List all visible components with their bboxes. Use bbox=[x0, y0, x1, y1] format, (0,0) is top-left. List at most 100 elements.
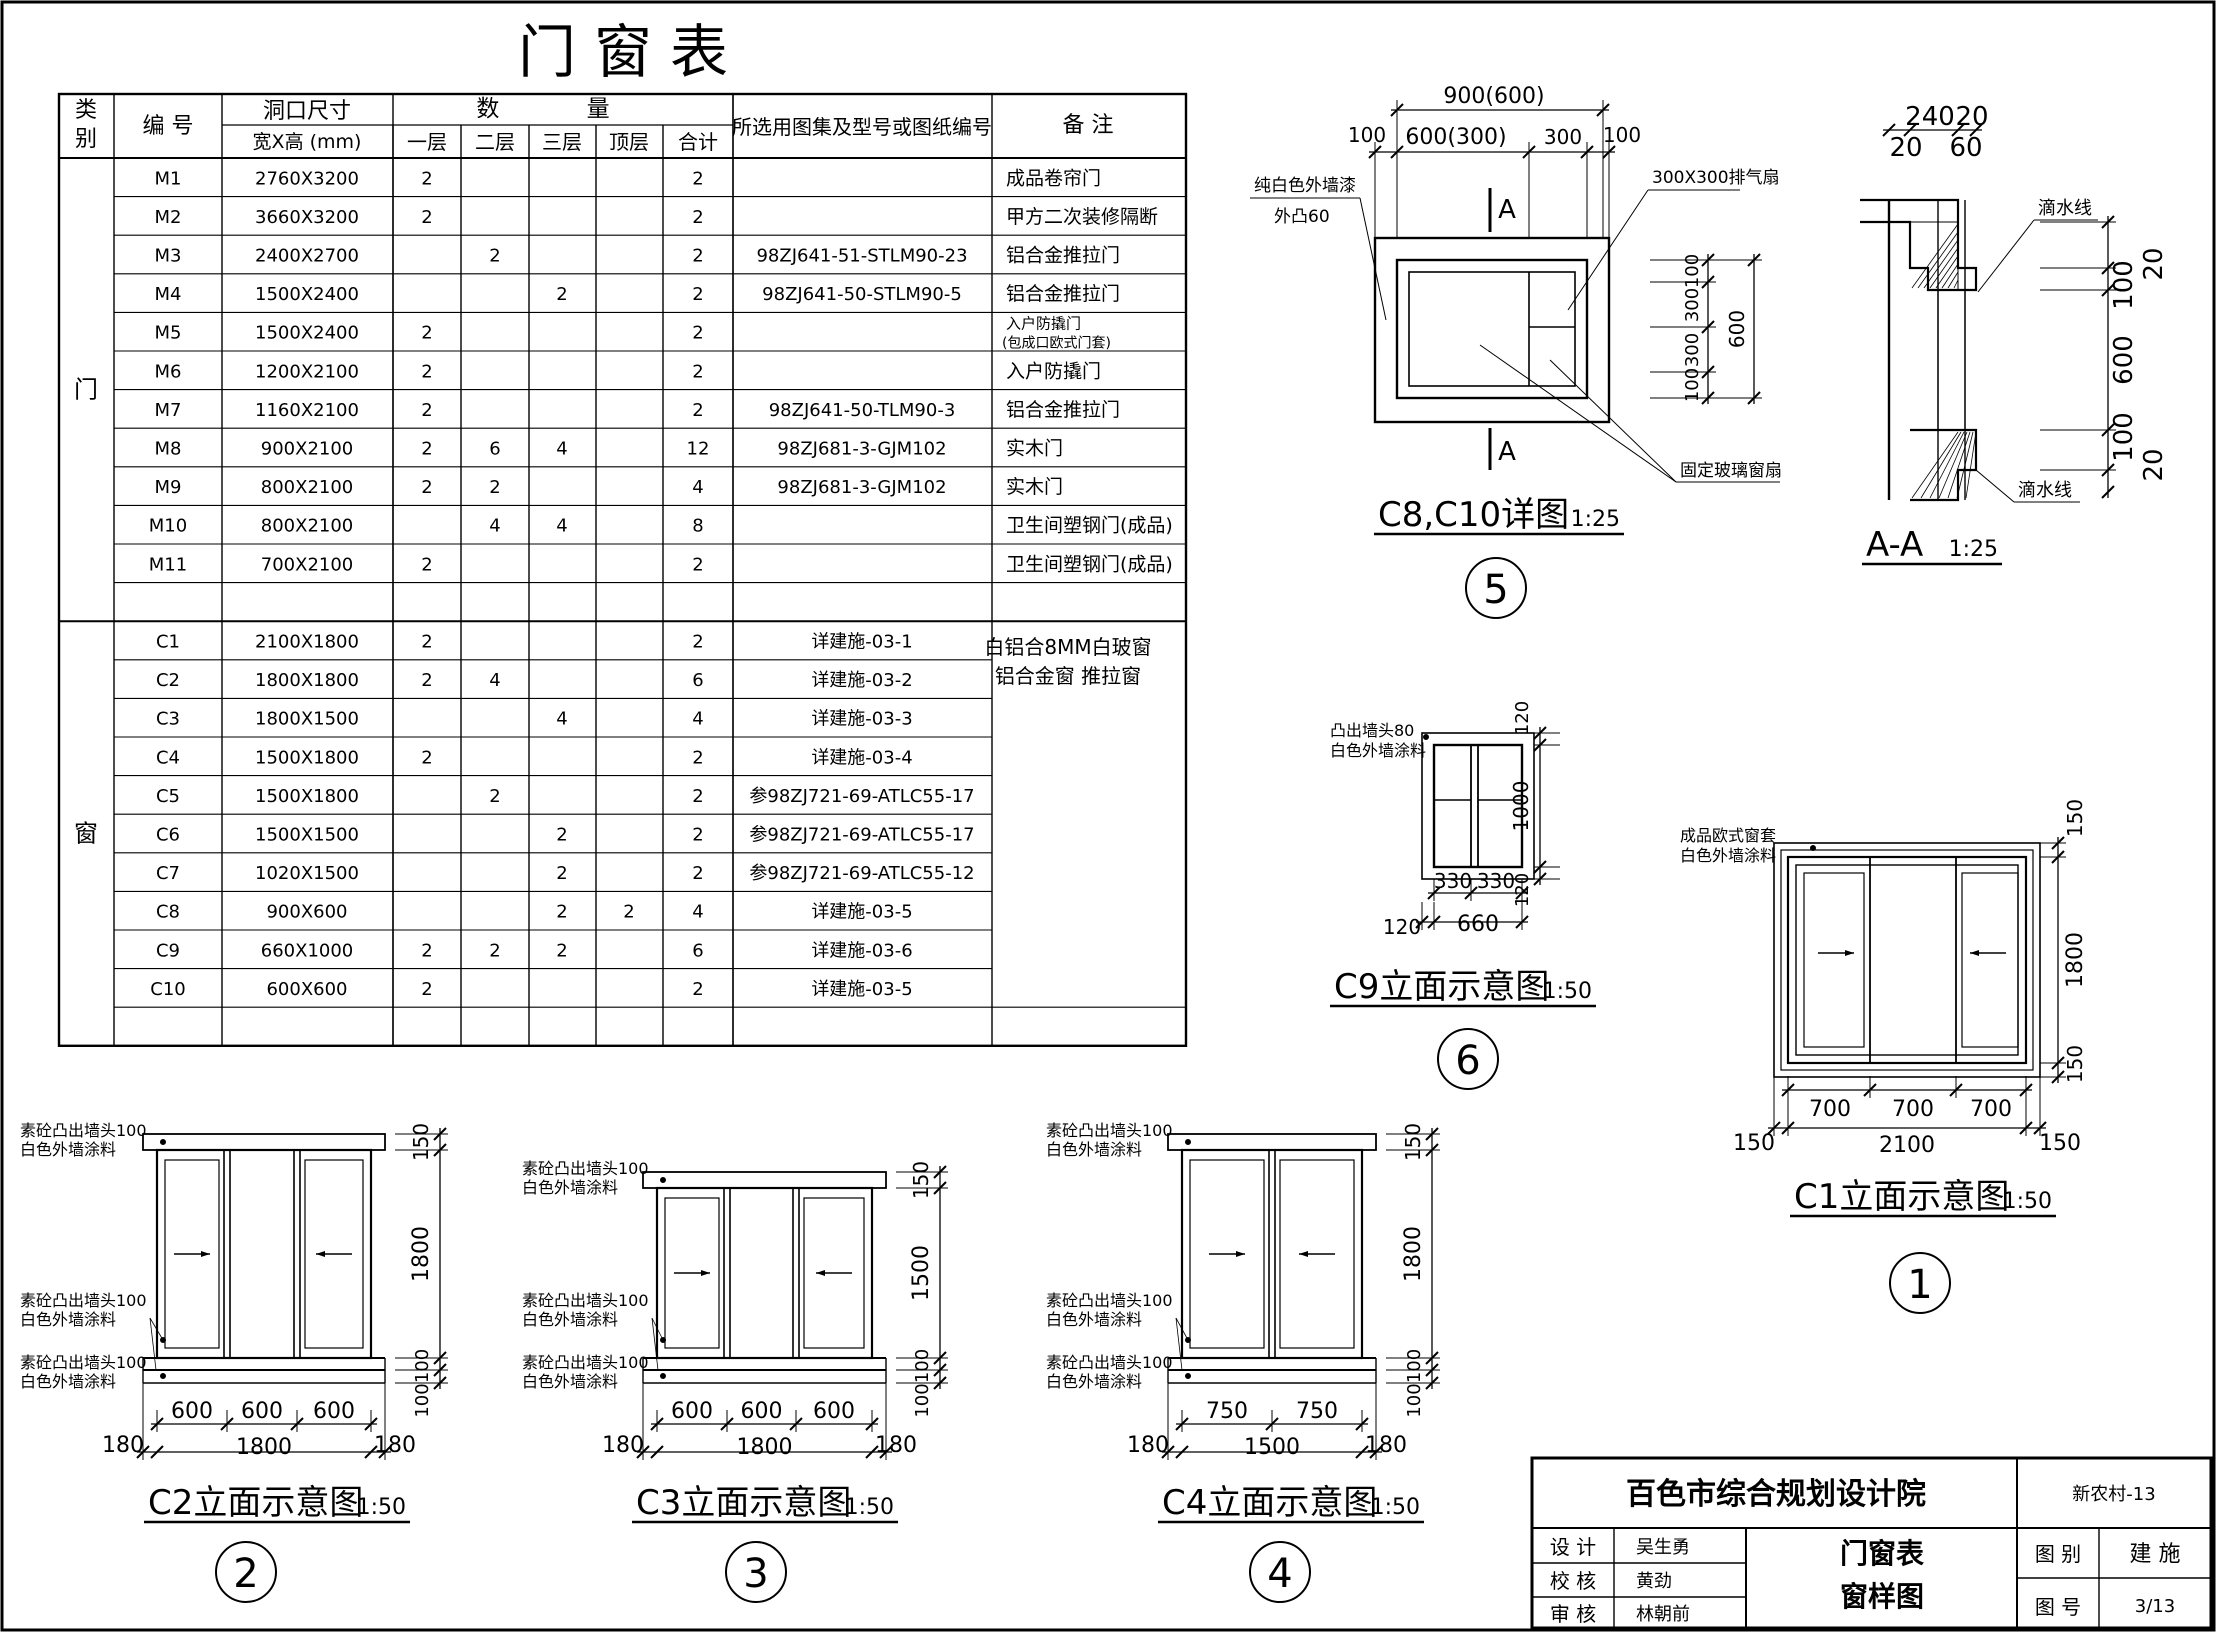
line bbox=[1903, 123, 1917, 137]
drawing-name: 门窗表 bbox=[1840, 1537, 1924, 1570]
cell-f3: 2 bbox=[556, 284, 567, 305]
project-name: 新农村-13 bbox=[2072, 1484, 2155, 1505]
rect bbox=[1773, 842, 2041, 1078]
cell-size: 1500X2400 bbox=[255, 284, 359, 305]
cell-total: 2 bbox=[692, 979, 703, 1000]
head-section bbox=[1860, 198, 1978, 292]
note: 素砼凸出墙头100 bbox=[1046, 1353, 1173, 1372]
cell-total: 2 bbox=[692, 323, 703, 344]
dim: 180 bbox=[1365, 1433, 1407, 1458]
dim: 330 bbox=[1434, 869, 1472, 893]
rect bbox=[1408, 271, 1576, 387]
line bbox=[1923, 239, 1959, 289]
cell-code: M6 bbox=[155, 361, 182, 382]
cell-f1: 2 bbox=[421, 747, 432, 768]
cell-ref: 详建施-03-6 bbox=[811, 940, 912, 961]
dim: 100 bbox=[2109, 260, 2139, 310]
cell-code: C10 bbox=[150, 979, 185, 1000]
header-floor: 一层 bbox=[407, 130, 447, 154]
cell-total: 2 bbox=[692, 747, 703, 768]
cell-f3: 2 bbox=[556, 902, 567, 923]
dim: 180 bbox=[102, 1433, 144, 1458]
line bbox=[1882, 123, 1896, 137]
dim: 100 bbox=[1404, 1349, 1425, 1383]
header-size: 洞口尺寸 bbox=[263, 99, 351, 124]
cell-ref: 参98ZJ721-69-ATLC55-17 bbox=[749, 786, 974, 807]
cell-note: 卫生间塑钢门(成品) bbox=[1006, 553, 1173, 575]
dim: 660 bbox=[1457, 912, 1499, 937]
cell-f1: 2 bbox=[421, 554, 432, 575]
line bbox=[1567, 189, 1649, 311]
dim: 20 bbox=[1955, 102, 1988, 132]
cell-size: 900X600 bbox=[266, 902, 347, 923]
cell-note: 铝合金推拉门 bbox=[1006, 283, 1120, 305]
cell-note: 实木门 bbox=[1006, 476, 1063, 498]
window-note: 铝合金窗 推拉窗 bbox=[995, 664, 1141, 688]
dim: 180 bbox=[1127, 1433, 1169, 1458]
cell-total: 4 bbox=[692, 477, 703, 498]
dim: 700 bbox=[1892, 1097, 1934, 1122]
dim: 1800 bbox=[236, 1435, 292, 1460]
detail-title: A-A bbox=[1866, 525, 1923, 565]
line bbox=[1947, 271, 1959, 289]
person: 林朝前 bbox=[1636, 1604, 1690, 1625]
cell-note: 铝合金推拉门 bbox=[1006, 399, 1120, 421]
note: 白色外墙涂料 bbox=[522, 1310, 618, 1329]
note: 成品欧式窗套 bbox=[1680, 826, 1776, 845]
cell-size: 800X2100 bbox=[261, 516, 354, 537]
cell-f1: 2 bbox=[421, 477, 432, 498]
note: 白色外墙涂料 bbox=[20, 1310, 116, 1329]
line bbox=[1965, 431, 1977, 499]
cell-total: 2 bbox=[692, 207, 703, 228]
rect bbox=[1530, 1456, 2213, 1630]
field-label: 图 号 bbox=[2035, 1595, 2081, 1619]
cell-f1: 2 bbox=[421, 400, 432, 421]
cell-code: M9 bbox=[155, 477, 182, 498]
line bbox=[1951, 123, 1965, 137]
note: 素砼凸出墙头100 bbox=[20, 1291, 147, 1310]
cell-ref: 98ZJ681-3-GJM102 bbox=[777, 477, 946, 498]
dim: 150 bbox=[409, 1123, 433, 1161]
cell-size: 1800X1500 bbox=[255, 709, 359, 730]
detail-title: C8,C10详图 bbox=[1378, 495, 1569, 535]
line bbox=[1956, 431, 1974, 499]
field-label: 图 别 bbox=[2035, 1542, 2081, 1566]
dim: 700 bbox=[1809, 1097, 1851, 1122]
rect bbox=[642, 1171, 887, 1189]
cell-code: C5 bbox=[156, 786, 180, 807]
line bbox=[1911, 223, 1959, 289]
dim: 600 bbox=[813, 1399, 855, 1424]
detail-number: 4 bbox=[1267, 1551, 1292, 1597]
dim: 150 bbox=[2039, 1131, 2081, 1156]
note: 白色外墙涂料 bbox=[1046, 1140, 1142, 1159]
cell-note: 入户防撬门 bbox=[1006, 315, 1081, 333]
dim: 120 bbox=[1383, 915, 1421, 939]
dim: 1800 bbox=[1401, 1226, 1426, 1282]
cell-size: 900X2100 bbox=[261, 439, 354, 460]
detail-number-circle bbox=[1437, 1028, 1499, 1090]
dim: 1800 bbox=[2063, 932, 2088, 988]
line bbox=[1929, 431, 1965, 499]
cell-size: 1500X1800 bbox=[255, 747, 359, 768]
cell-size: 1500X1500 bbox=[255, 825, 359, 846]
cell-total: 6 bbox=[692, 940, 703, 961]
cell-code: M5 bbox=[155, 323, 182, 344]
cell-code: M1 bbox=[155, 168, 182, 189]
marker-dot bbox=[1185, 1139, 1191, 1145]
note: 素砼凸出墙头100 bbox=[20, 1121, 147, 1140]
header-code: 编 号 bbox=[143, 114, 194, 139]
rect bbox=[664, 1197, 720, 1349]
detail-number: 3 bbox=[743, 1551, 768, 1597]
line bbox=[149, 1317, 164, 1341]
detail-scale: 1:50 bbox=[2003, 1189, 2052, 1214]
note: 白色外墙涂料 bbox=[1330, 741, 1426, 760]
cell-f1: 2 bbox=[421, 439, 432, 460]
line bbox=[1390, 145, 1404, 159]
person: 黄劲 bbox=[1636, 1571, 1672, 1592]
cell-f2: 4 bbox=[489, 670, 500, 691]
dim: 600 bbox=[2109, 335, 2139, 385]
note: 素砼凸出墙头100 bbox=[20, 1353, 147, 1372]
rect bbox=[57, 92, 1188, 1047]
cell-f3: 4 bbox=[556, 709, 567, 730]
